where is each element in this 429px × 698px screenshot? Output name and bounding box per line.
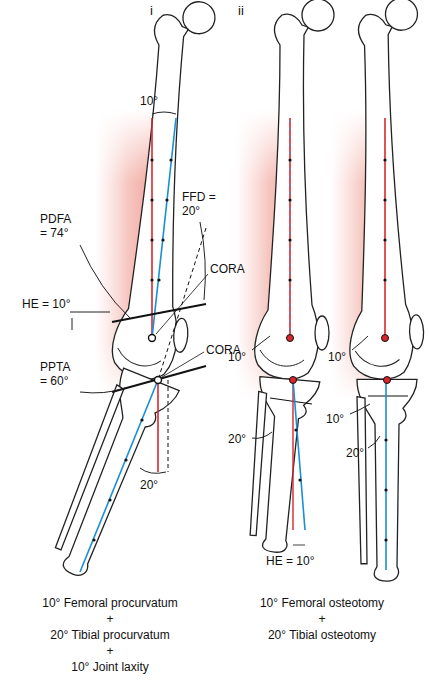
angle-label: 20° <box>140 478 158 492</box>
angle-label: 20° <box>346 446 364 460</box>
angle-label: FFD = 20° <box>182 190 222 218</box>
angle-label: PDFA = 74° <box>40 212 80 240</box>
angle-label: 20° <box>228 432 246 446</box>
caption-line: 10° Femoral osteotomy <box>222 596 422 610</box>
angle-label: 10° <box>326 412 344 426</box>
panel-number: ii <box>238 4 244 18</box>
caption-line: 10° Femoral procurvatum <box>10 596 210 610</box>
angle-label: HE = 10° <box>22 297 71 311</box>
angle-label: HE = 10° <box>266 554 315 568</box>
angle-label: 10° <box>140 94 158 108</box>
caption-line: 10° Joint laxity <box>10 660 210 674</box>
panel-number: i <box>150 4 153 18</box>
angle-label: 10° <box>328 350 346 364</box>
caption-line: 20° Tibial osteotomy <box>222 628 422 642</box>
cora-label: CORA <box>210 262 245 276</box>
angle-label: 10° <box>228 350 246 364</box>
caption-line: + <box>10 644 210 658</box>
angle-label: PPTA = 60° <box>40 360 80 388</box>
caption-line: + <box>222 612 422 626</box>
caption-line: + <box>10 612 210 626</box>
caption-line: 20° Tibial procurvatum <box>10 628 210 642</box>
